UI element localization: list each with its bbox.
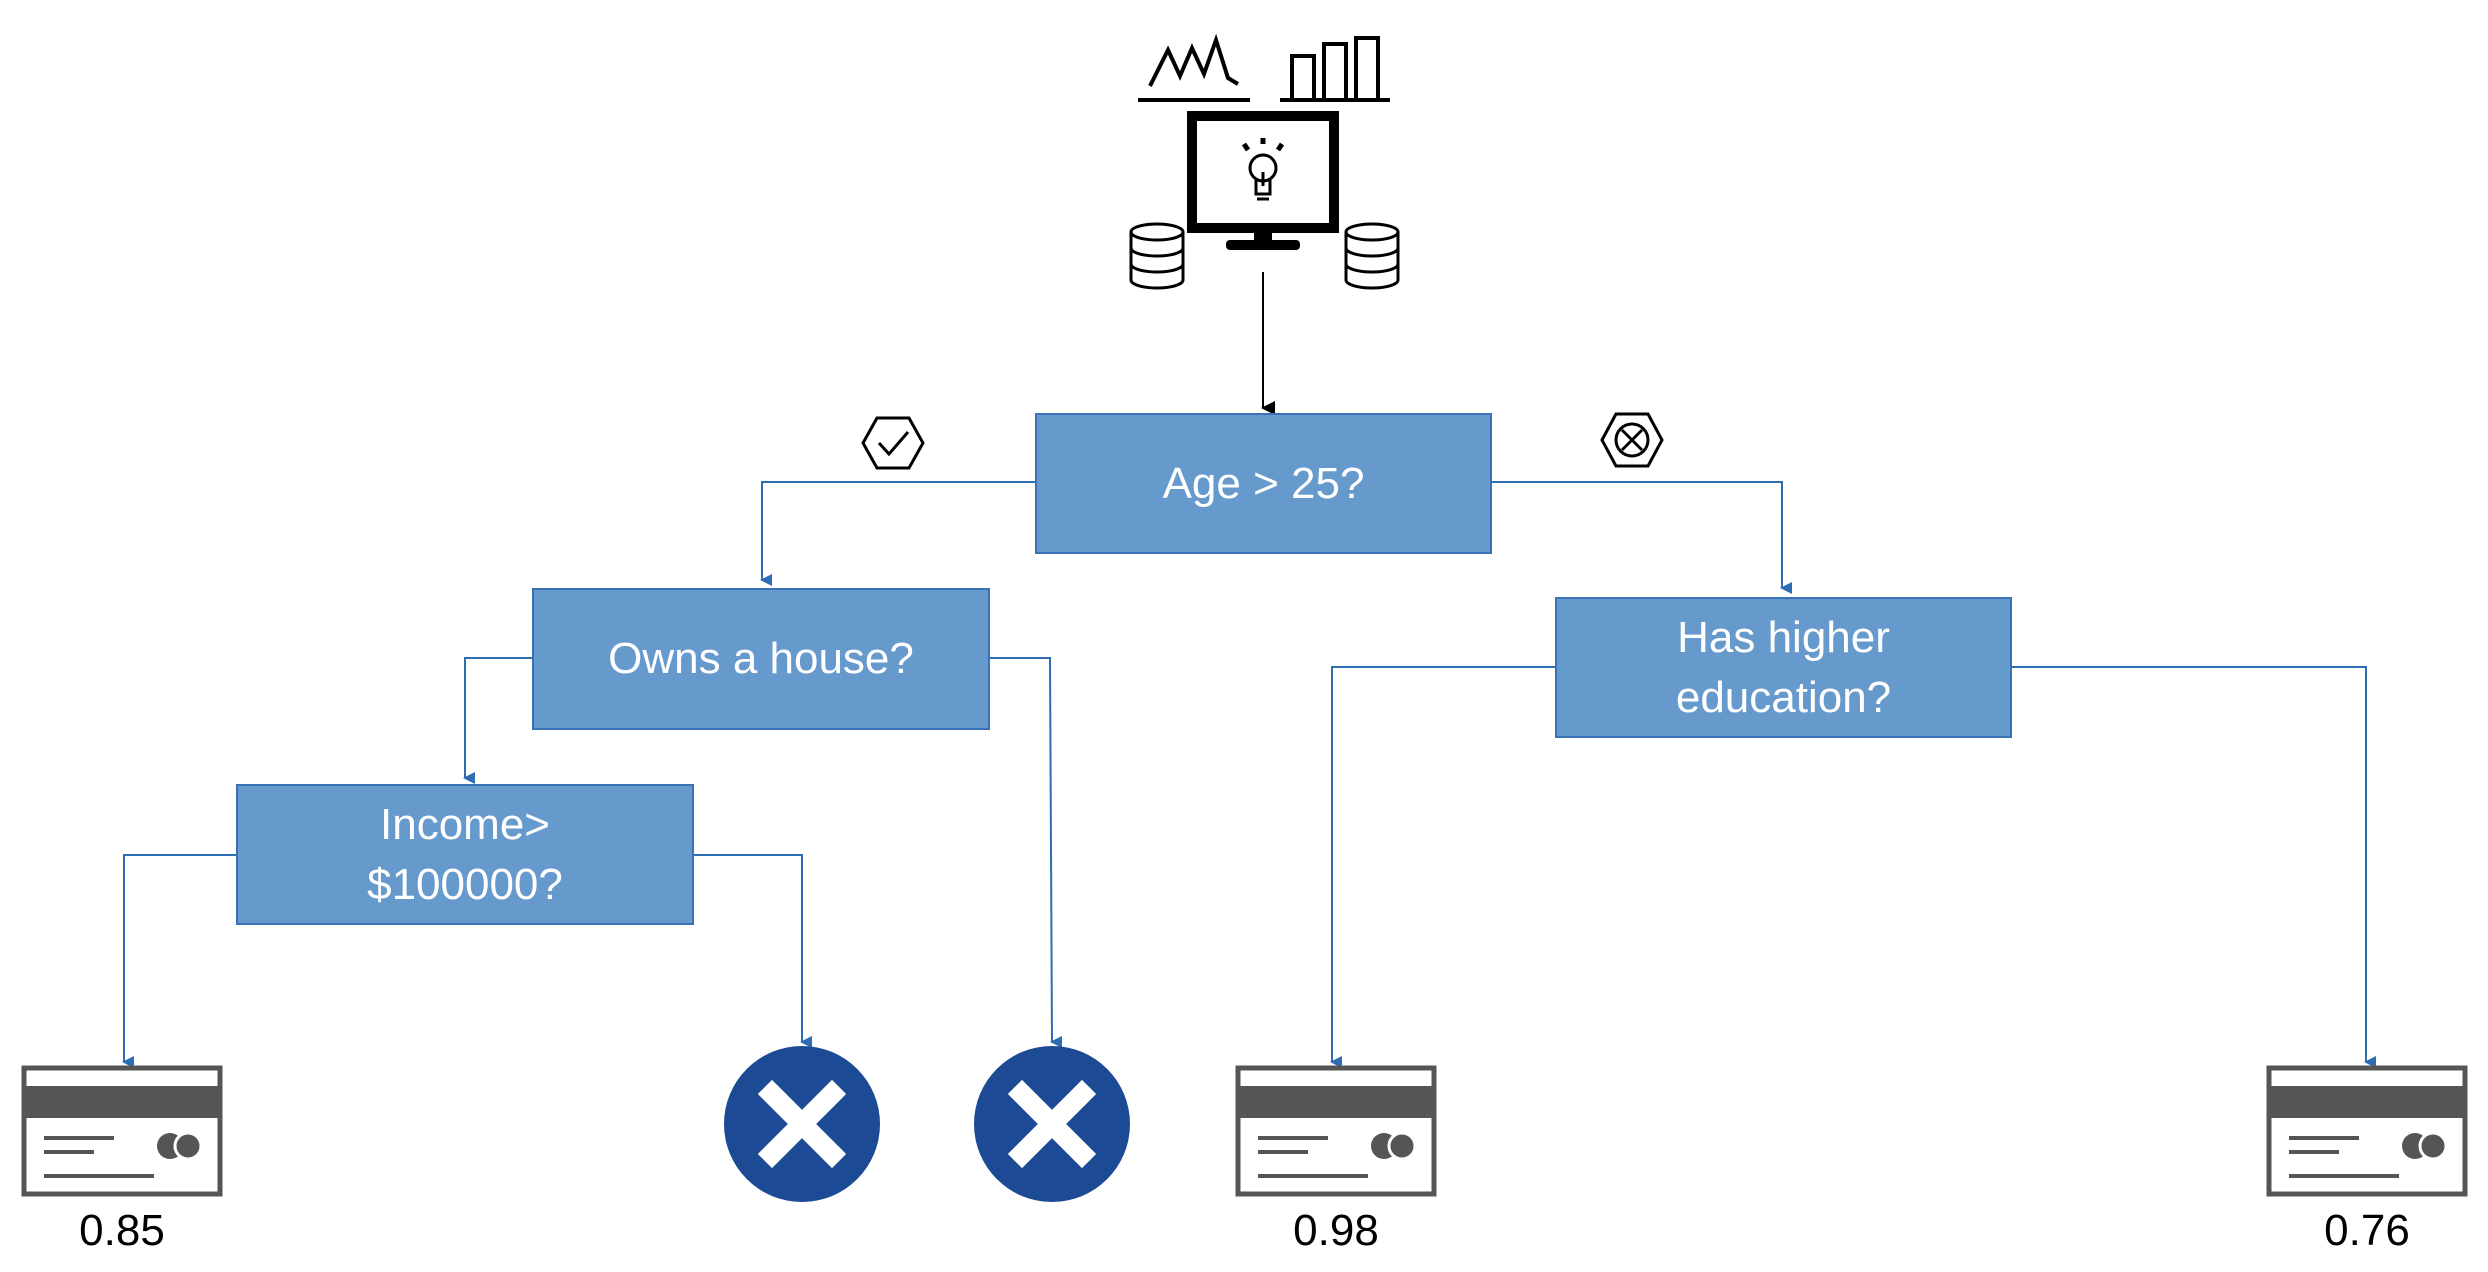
- credit-card-icon-education-yes: [1238, 1068, 1434, 1194]
- node-age: Age > 25?: [1035, 413, 1492, 554]
- credit-card-icon-income-yes: [24, 1068, 220, 1194]
- income-no-connector: [693, 854, 812, 1048]
- house-no-connector: [989, 657, 1063, 1048]
- node-income-line2: $100000?: [367, 859, 563, 909]
- income-yes-connector: [122, 854, 236, 1068]
- node-higher-education-line2: education?: [1675, 672, 1892, 722]
- score-education-no: 0.76: [2324, 1206, 2410, 1255]
- score-income-yes: 0.85: [79, 1206, 165, 1255]
- node-age-label: Age > 25?: [1162, 458, 1365, 508]
- node-income: Income> $100000?: [236, 784, 694, 925]
- database-icon-left: [1129, 222, 1185, 290]
- root-no-connector: [1491, 481, 1792, 594]
- node-higher-education: Has higher education?: [1555, 597, 2012, 738]
- monitor-lightbulb-icon: [1187, 111, 1339, 250]
- house-yes-connector: [463, 657, 532, 784]
- check-hexagon-icon: [861, 416, 925, 470]
- bar-chart-icon: [1280, 36, 1390, 102]
- education-no-connector: [2011, 666, 2376, 1068]
- credit-card-icon-education-no: [2269, 1068, 2465, 1194]
- line-chart-icon: [1138, 33, 1250, 102]
- reject-circle-icon-house-no: [974, 1046, 1130, 1202]
- score-education-yes: 0.98: [1293, 1206, 1379, 1255]
- node-owns-house: Owns a house?: [532, 588, 990, 730]
- reject-circle-icon-income-no: [724, 1046, 880, 1202]
- root-yes-connector: [760, 481, 1035, 586]
- node-income-line1: Income>: [380, 799, 550, 849]
- lightbulb-icon: [1241, 138, 1285, 201]
- node-owns-house-label: Owns a house?: [608, 634, 914, 683]
- database-icon-right: [1344, 222, 1400, 290]
- education-yes-connector: [1330, 666, 1555, 1068]
- x-hexagon-icon: [1600, 412, 1664, 468]
- node-higher-education-line1: Has higher: [1677, 612, 1890, 662]
